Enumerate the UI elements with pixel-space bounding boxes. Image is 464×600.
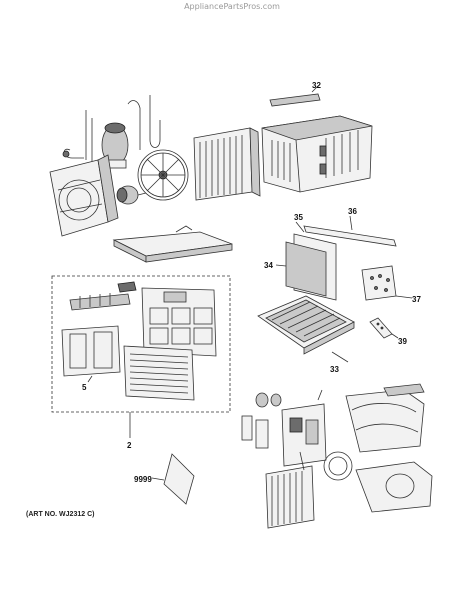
compressor-assembly xyxy=(62,95,161,169)
callout-labels: 32 35 36 34 37 39 33 5 2 9999 xyxy=(82,81,421,484)
callout-34: 34 xyxy=(264,261,273,270)
callout-2: 2 xyxy=(127,441,132,450)
callout-33: 33 xyxy=(330,365,339,374)
part-34-35-filter-pads xyxy=(275,221,337,301)
callout-37: 37 xyxy=(412,295,421,304)
condenser-fan xyxy=(137,149,189,201)
callout-35: 35 xyxy=(294,213,303,222)
source-watermark: AppliancePartsPros.com xyxy=(184,2,280,11)
part-9999-owner-manual xyxy=(151,453,195,505)
art-number-label: (ART NO. WJ2312 C) xyxy=(26,511,95,518)
callout-5: 5 xyxy=(82,383,87,392)
fan-motor xyxy=(116,185,147,205)
callout-39: 39 xyxy=(398,337,407,346)
callout-32: 32 xyxy=(312,81,321,90)
part-32-top-rail xyxy=(269,85,321,107)
indoor-chassis-parts xyxy=(241,383,433,529)
callout-36: 36 xyxy=(348,207,357,216)
condenser-coil xyxy=(193,127,261,201)
fan-shroud xyxy=(49,154,119,237)
outer-cabinet xyxy=(261,115,373,193)
callout-9999: 9999 xyxy=(134,475,152,484)
part-39-remote-control xyxy=(369,317,399,339)
base-pan xyxy=(112,225,233,263)
part-36-seal-strip xyxy=(303,215,397,247)
part-37-hardware-kit xyxy=(361,265,413,301)
part-33-side-curtain xyxy=(257,295,355,363)
part-2-front-panel-kit xyxy=(51,275,231,438)
